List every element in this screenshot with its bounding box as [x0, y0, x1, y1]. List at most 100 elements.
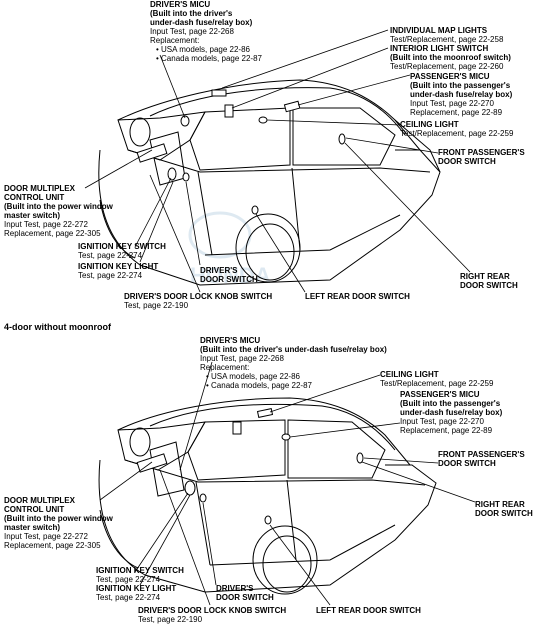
bottom-drivers-micu-line-1: Input Test, page 22-268: [200, 354, 284, 363]
top-door-multiplex-title-1: DOOR MULTIPLEX: [4, 184, 75, 193]
section-title: 4-door without moonroof: [4, 322, 111, 332]
bottom-door-multiplex-line-2: Replacement, page 22-305: [4, 541, 101, 550]
top-leader-drivers-door: [185, 181, 201, 266]
bottom-drivers-micu-line-2: Replacement:: [200, 363, 250, 372]
bottom-rear-wheel: [262, 535, 312, 593]
bottom-leader-ign-light: [139, 494, 191, 586]
top-drivers-micu-bullet-2: • Canada models, page 22-87: [156, 54, 262, 63]
bottom-leader-passengers-micu: [289, 422, 401, 438]
bottom-door-multiplex-sub-1: (Built into the power window: [4, 514, 113, 523]
bottom-door-multiplex-sub-2: master switch): [4, 523, 61, 532]
top-label-ceiling-light: CEILING LIGHT Test/Replacement, page 22-…: [400, 120, 513, 138]
top-door-multiplex-title-2: CONTROL UNIT: [4, 193, 65, 202]
bottom-passengers-micu-line-1: Input Test, page 22-270: [400, 417, 484, 426]
bottom-right-rear-line-2: DOOR SWITCH: [475, 509, 533, 518]
top-ign-switch-title: IGNITION KEY SWITCH: [78, 242, 166, 251]
bottom-lock-knob-line: Test, page 22-190: [138, 615, 203, 624]
bottom-rear-wheel-arch: [252, 525, 318, 595]
top-label-left-rear: LEFT REAR DOOR SWITCH: [305, 292, 410, 301]
top-door-cut-front: [197, 171, 213, 256]
top-ign-switch-line: Test, page 22-274: [78, 251, 143, 260]
top-leader-left-rear: [255, 213, 306, 293]
top-label-front-pass-door: FRONT PASSENGER'S DOOR SWITCH: [438, 148, 525, 166]
top-rocker: [204, 214, 401, 256]
top-drivers-micu-line-1: Input Test, page 22-268: [150, 27, 234, 36]
top-lock-knob-title: DRIVER'S DOOR LOCK KNOB SWITCH: [124, 292, 273, 301]
bottom-leader-left-rear: [269, 524, 331, 606]
top-map-lights-title: INDIVIDUAL MAP LIGHTS: [390, 26, 488, 35]
top-passengers-micu-line-1: Input Test, page 22-270: [410, 99, 494, 108]
top-label-passengers-micu: PASSENGER'S MICU (Built into the passeng…: [410, 72, 512, 117]
bottom-label-lock-knob: DRIVER'S DOOR LOCK KNOB SWITCH Test, pag…: [138, 606, 286, 624]
top-interior-switch-sub: (Built into the moonroof switch): [390, 53, 511, 62]
bottom-left-rear-title: LEFT REAR DOOR SWITCH: [316, 606, 421, 615]
top-leader-front-pass-door: [345, 137, 439, 154]
top-rear-wheel-arch: [235, 213, 301, 283]
bottom-door-cut-front: [195, 481, 211, 566]
bottom-roof-outline: [117, 397, 411, 466]
bottom-leader-ceiling-light: [269, 374, 381, 413]
bottom-passengers-micu-sub-1: (Built into the passenger's: [400, 399, 501, 408]
bottom-ceiling-light-line: Test/Replacement, page 22-259: [380, 379, 494, 388]
bottom-drivers-micu-bullet-1: • USA models, page 22-86: [206, 372, 300, 381]
top-trunk: [394, 119, 441, 173]
bottom-driver-micu-component: [232, 421, 242, 435]
bottom-passengers-micu-sub-2: under-dash fuse/relay box): [400, 408, 503, 417]
top-passengers-micu-title: PASSENGER'S MICU: [410, 72, 490, 81]
bottom-label-drivers-micu: DRIVER'S MICU (Built into the driver's u…: [200, 336, 387, 390]
bottom-drivers-micu-sub: (Built into the driver's under-dash fuse…: [200, 345, 387, 354]
top-leader-drivers-micu: [159, 54, 186, 119]
bottom-door-multiplex-line-1: Input Test, page 22-272: [4, 532, 88, 541]
bottom-label-ceiling-light: CEILING LIGHT Test/Replacement, page 22-…: [380, 370, 493, 388]
bottom-leader-lock-knob: [159, 469, 211, 606]
top-door-multiplex-line-2: Replacement, page 22-305: [4, 229, 101, 238]
top-drivers-micu-bullet-1: • USA models, page 22-86: [156, 45, 250, 54]
bottom-seat-outline: [149, 441, 185, 497]
bottom-leader-ign-switch: [134, 492, 189, 573]
bottom-drivers-door-line-2: DOOR SWITCH: [216, 593, 274, 602]
top-passenger-micu-component: [283, 100, 301, 113]
top-lock-knob-line: Test, page 22-190: [124, 301, 189, 310]
bottom-label-ign-light: IGNITION KEY LIGHT Test, page 22-274: [96, 584, 176, 602]
top-label-ign-light: IGNITION KEY LIGHT Test, page 22-274: [78, 262, 158, 280]
top-label-map-lights: INDIVIDUAL MAP LIGHTS Test/Replacement, …: [390, 26, 503, 44]
bottom-leader-front-pass-door: [363, 457, 439, 464]
top-driver-micu-component: [180, 115, 190, 127]
bottom-label-drivers-door: DRIVER'S DOOR SWITCH: [216, 584, 274, 602]
bottom-rocker: [209, 524, 396, 566]
bottom-passengers-micu-line-2: Replacement, page 22-89: [400, 426, 493, 435]
top-passengers-micu-sub-2: under-dash fuse/relay box): [410, 90, 513, 99]
top-beltline: [127, 149, 431, 173]
bottom-driver-door-switch-component: [199, 493, 207, 503]
top-rear-wheel: [245, 223, 295, 281]
bottom-front-pass-door-line-2: DOOR SWITCH: [438, 459, 496, 468]
top-ign-light-title: IGNITION KEY LIGHT: [78, 262, 159, 271]
top-drivers-door-line-2: DOOR SWITCH: [200, 275, 258, 284]
bottom-label-left-rear: LEFT REAR DOOR SWITCH: [316, 606, 421, 615]
bottom-beltline: [124, 459, 426, 486]
top-label-interior-switch: INTERIOR LIGHT SWITCH (Built into the mo…: [390, 44, 511, 71]
bottom-front-pass-door-line-1: FRONT PASSENGER'S: [438, 450, 525, 459]
bottom-passengers-micu-title: PASSENGER'S MICU: [400, 390, 480, 399]
top-door-multiplex-line-1: Input Test, page 22-272: [4, 220, 88, 229]
bottom-right-rear-line-1: RIGHT REAR: [475, 500, 525, 509]
bottom-ign-light-line: Test, page 22-274: [96, 593, 161, 602]
top-multiplex-component: [136, 143, 168, 163]
bottom-drivers-micu-bullet-2: • Canada models, page 22-87: [206, 381, 312, 390]
top-rear-door-window: [292, 107, 396, 166]
bottom-label-right-rear: RIGHT REAR DOOR SWITCH: [475, 500, 533, 518]
bottom-lock-knob-title: DRIVER'S DOOR LOCK KNOB SWITCH: [138, 606, 287, 615]
top-ign-switch-component: [167, 167, 177, 181]
top-leader-ceiling-light: [266, 119, 401, 126]
top-left-rear-door-switch-component: [251, 205, 259, 215]
top-leader-map-lights: [221, 29, 389, 89]
bottom-rear-door-window: [287, 419, 386, 479]
bottom-ceiling-light-component: [256, 408, 274, 418]
top-steering-wheel: [129, 117, 151, 147]
bottom-leader-drivers-door: [202, 502, 217, 586]
top-roof-outline: [117, 79, 421, 151]
top-ceiling-light-title: CEILING LIGHT: [400, 120, 459, 129]
top-label-lock-knob: DRIVER'S DOOR LOCK KNOB SWITCH Test, pag…: [124, 292, 272, 310]
top-leader-ign-switch: [134, 177, 172, 248]
